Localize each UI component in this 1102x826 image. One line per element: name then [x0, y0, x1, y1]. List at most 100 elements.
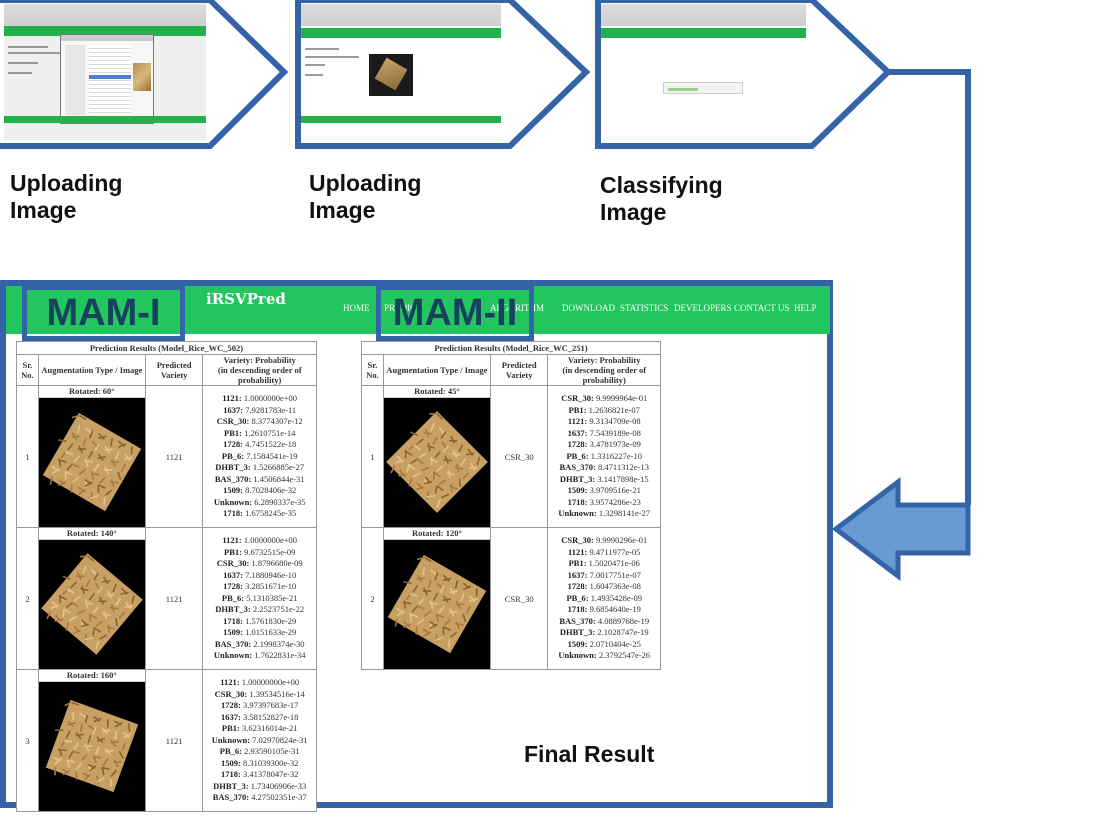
probability-entry: DHBT_3: 1.5266885e-27 — [215, 462, 305, 473]
probability-entry: 1637: 7.1880946e-10 — [223, 569, 297, 580]
site-brand[interactable]: iRSVPred — [206, 290, 286, 308]
probability-entry: BAS_370: 2.1998374e-30 — [214, 638, 305, 649]
probability-entry: DHBT_3: 2.1028747e-19 — [559, 627, 649, 638]
probability-entry: BAS_370: 1.4506844e-31 — [214, 473, 305, 484]
nav-developers[interactable]: DEVELOPERS — [674, 303, 732, 313]
rice-grain-image — [383, 398, 490, 527]
step-2-arrow — [295, 0, 591, 149]
probability-entry: 1509: 1.0151633e-29 — [223, 627, 297, 638]
probability-entry: PB1: 9.6732515e-09 — [224, 546, 296, 557]
row-predicted-variety: CSR_30 — [489, 527, 549, 670]
probability-entry: 1121: 1.0000000e+00 — [222, 535, 298, 546]
probability-entry: PB1: 1.2610751e-14 — [224, 427, 296, 438]
probability-entry: PB_6: 2.93590105e-31 — [219, 746, 300, 757]
col-probability: Variety: Probability(in descending order… — [547, 354, 661, 386]
rotation-label: Rotated: 160° — [38, 670, 145, 682]
probability-entry: 1637: 3.58152827e-18 — [220, 711, 299, 722]
probability-entry: 1728: 3.2851671e-10 — [223, 581, 297, 592]
probability-entry: PB_6: 7.1584541e-19 — [221, 450, 298, 461]
step-3-screenshot — [601, 4, 806, 140]
probability-entry: 1121: 9.4711977e-05 — [568, 546, 641, 557]
row-sr-no: 3 — [16, 669, 39, 812]
probability-entry: 1121: 1.0000000e+00 — [222, 393, 298, 404]
probability-entry: PB_6: 1.4935428e-09 — [566, 592, 643, 603]
probability-entry: CSR_30: 1.8796680e-09 — [216, 558, 303, 569]
col-predicted-variety: Predicted Variety — [144, 354, 204, 386]
probability-entry: 1718: 3.9574286e-23 — [567, 496, 641, 507]
rice-grain-image — [38, 540, 145, 669]
probability-entry: 1718: 1.5761830e-29 — [223, 615, 297, 626]
row-sr-no: 2 — [16, 527, 39, 670]
nav-home[interactable]: HOME — [343, 303, 370, 313]
rice-grain-image — [38, 398, 145, 527]
col-sr-no: Sr. No. — [16, 354, 39, 386]
browser-chrome — [601, 4, 806, 26]
probability-entry: 1121: 1.00000000e+00 — [220, 677, 300, 688]
return-connector — [888, 69, 971, 505]
row-sr-no: 2 — [361, 527, 384, 670]
rotation-label: Rotated: 60° — [38, 386, 145, 398]
step-3-label: Classifying Image — [600, 172, 723, 225]
probability-entry: CSR_30: 9.9990296e-01 — [561, 535, 648, 546]
probability-entry: Unknown: 1.7622831e-34 — [213, 650, 306, 661]
probability-entry: 1637: 7.5439189e-08 — [567, 427, 641, 438]
col-augmentation: Augmentation Type / Image — [382, 354, 491, 386]
mam-2-label: MAM-II — [376, 285, 534, 341]
progress-box — [663, 82, 743, 94]
probability-entry: Unknown: 2.3792547e-26 — [558, 650, 651, 661]
probability-entry: PB_6: 1.3316227e-10 — [566, 450, 643, 461]
nav-contact-us[interactable]: CONTACT US — [734, 303, 790, 313]
probability-entry: CSR_30: 1.39534516e-14 — [214, 688, 305, 699]
rotation-label: Rotated: 140° — [38, 528, 145, 540]
site-footer-bar — [4, 116, 206, 123]
nav-statistics[interactable]: STATISTICS — [620, 303, 669, 313]
nav-algorithm[interactable]: ALGORITHM — [490, 303, 544, 313]
file-dialog — [60, 34, 154, 124]
mam-1-label: MAM-I — [22, 285, 185, 341]
probability-entry: BAS_370: 4.27502351e-37 — [212, 792, 307, 803]
step-1-screenshot — [4, 4, 206, 140]
step-1-label: Uploading Image — [10, 170, 123, 223]
probability-entry: DHBT_3: 1.73406906e-33 — [213, 780, 307, 791]
probability-entry: Unknown: 1.3298141e-27 — [558, 508, 651, 519]
rice-grain-image — [383, 540, 490, 669]
row-predicted-variety: 1121 — [144, 527, 204, 670]
site-header-bar — [301, 28, 501, 38]
nav-help[interactable]: HELP — [794, 303, 817, 313]
probability-entry: PB1: 1.2636821e-07 — [568, 404, 640, 415]
row-augmentation-image: Rotated: 140° — [37, 527, 146, 670]
site-footer-bar — [301, 116, 501, 123]
probability-entry: 1728: 1.6047363e-08 — [567, 581, 641, 592]
browser-chrome — [4, 4, 206, 26]
probability-entry: 1728: 3.97397683e-17 — [220, 700, 299, 711]
final-result-frame — [0, 280, 833, 808]
nav-download[interactable]: DOWNLOAD — [562, 303, 615, 313]
probability-entry: CSR_30: 8.3774307e-12 — [216, 416, 303, 427]
probability-entry: DHBT_3: 3.1417898e-15 — [559, 473, 649, 484]
final-result-label: Final Result — [524, 741, 655, 767]
probability-entry: DHBT_3: 2.2523751e-22 — [215, 604, 305, 615]
probability-entry: 1718: 3.41378047e-32 — [220, 769, 299, 780]
probability-entry: 1121: 9.3134709e-08 — [567, 416, 641, 427]
uploaded-image-preview — [369, 54, 413, 96]
probability-entry: BAS_370: 4.0889768e-19 — [559, 615, 650, 626]
nav-predict[interactable]: PREDICT — [384, 303, 422, 313]
probability-entry: 1509: 8.7028406e-32 — [223, 485, 297, 496]
results-table-mam-2: Prediction Results (Model_Rice_WC_251) S… — [361, 341, 661, 670]
row-predicted-variety: 1121 — [144, 385, 204, 528]
site-header-bar — [601, 28, 806, 38]
probability-entry: CSR_30: 9.9999964e-01 — [561, 393, 648, 404]
probability-entry: PB1: 3.62316014e-21 — [221, 723, 298, 734]
